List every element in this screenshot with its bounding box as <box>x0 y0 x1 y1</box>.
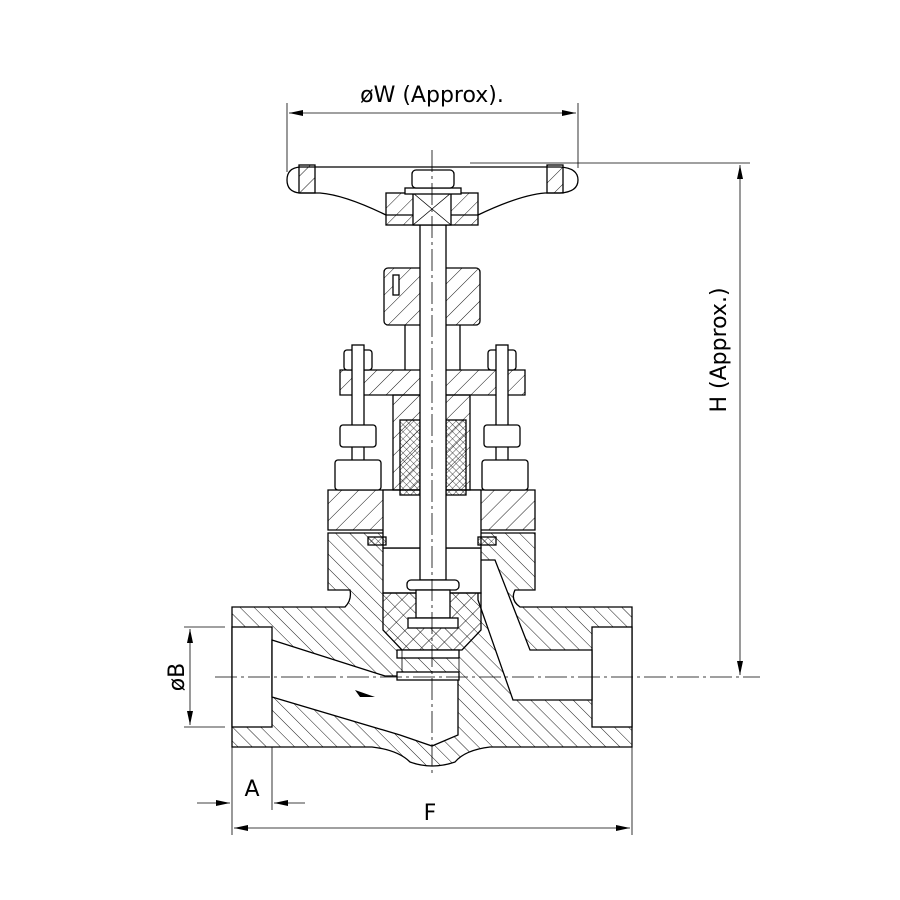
dim-b-label: øB <box>165 663 190 692</box>
dimension-a <box>197 747 305 835</box>
valve-seat <box>396 671 460 681</box>
handwheel <box>286 164 579 226</box>
dim-a-label: A <box>244 777 259 802</box>
dimension-w <box>286 103 579 172</box>
stud-right <box>481 344 529 491</box>
dim-w-label: øW (Approx). <box>360 83 504 108</box>
outlet-passage <box>477 559 593 701</box>
bonnet-assembly <box>334 267 529 496</box>
dimension-f <box>234 747 633 835</box>
stud-left <box>334 344 382 491</box>
packing-right <box>445 419 467 496</box>
dimension-b <box>184 626 225 728</box>
dim-h-label: H (Approx.) <box>707 287 732 412</box>
dimension-h <box>470 162 750 675</box>
handwheel-nut <box>411 169 455 189</box>
valve-stem <box>406 214 460 629</box>
dim-f-label: F <box>424 801 437 826</box>
packing-left <box>399 419 421 496</box>
